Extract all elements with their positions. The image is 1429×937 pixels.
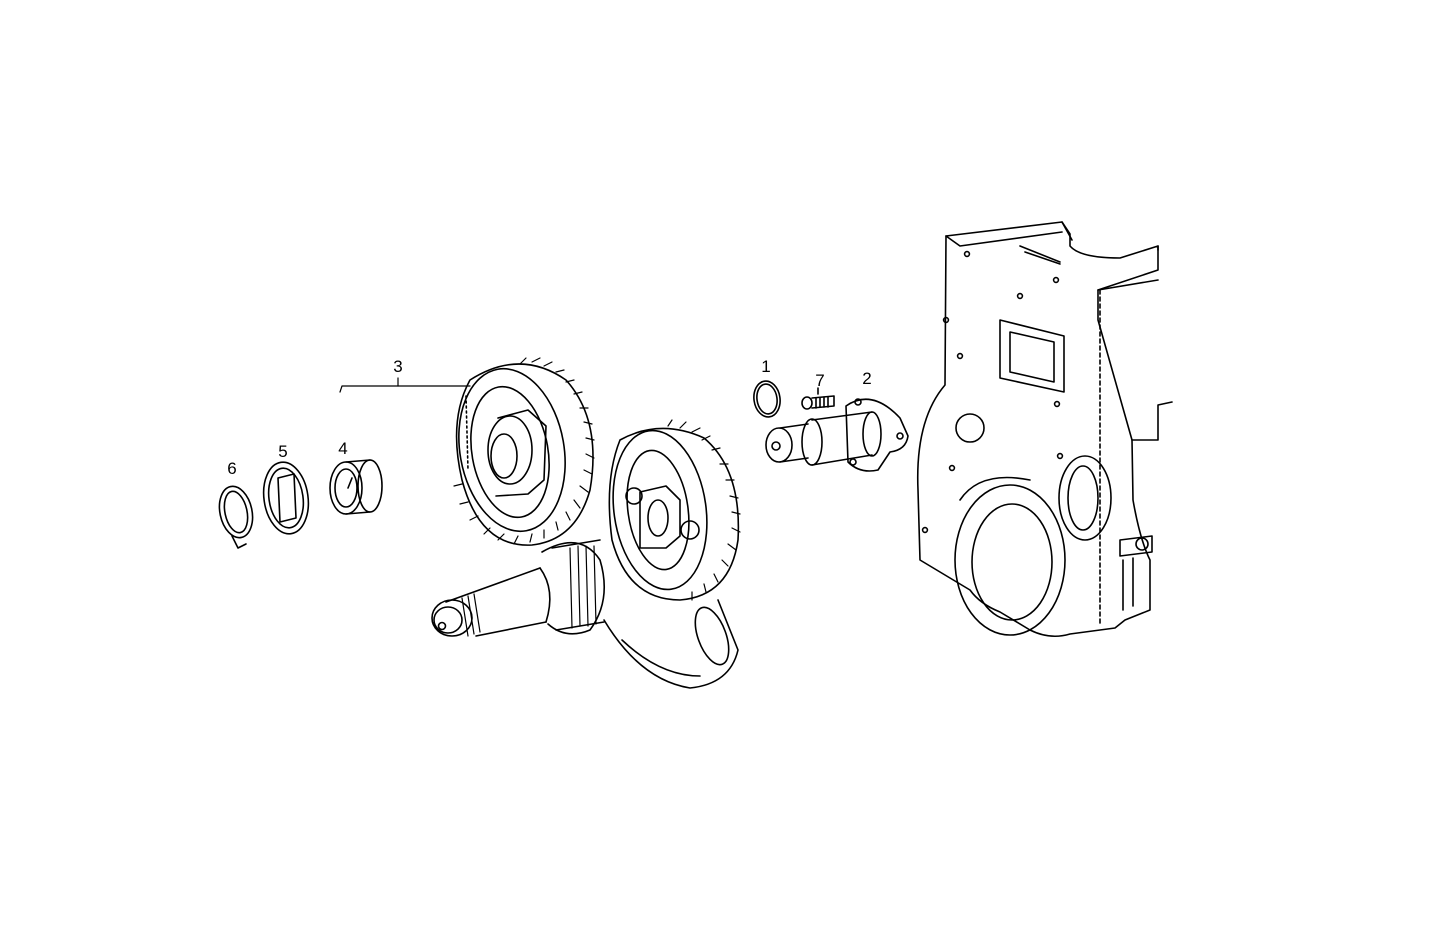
- engine-housing: [918, 222, 1172, 636]
- callout-3: 3: [393, 357, 403, 376]
- callout-4: 4: [338, 439, 348, 458]
- callout-2: 2: [862, 369, 872, 388]
- screw: [802, 388, 834, 409]
- leader-3: [340, 386, 470, 392]
- callout-6: 6: [227, 459, 237, 478]
- snap-ring: [215, 483, 257, 548]
- idler-gear-upper: [447, 358, 594, 545]
- leader-lines: [340, 378, 470, 392]
- callout-7: 7: [815, 371, 825, 390]
- thrust-washer: [259, 459, 313, 536]
- idler-shaft-flange: [766, 399, 908, 471]
- callout-1: 1: [761, 357, 771, 376]
- callout-5: 5: [278, 442, 288, 461]
- o-ring: [752, 379, 783, 418]
- gear-shaft-lower: [432, 420, 740, 688]
- bushing: [330, 460, 382, 514]
